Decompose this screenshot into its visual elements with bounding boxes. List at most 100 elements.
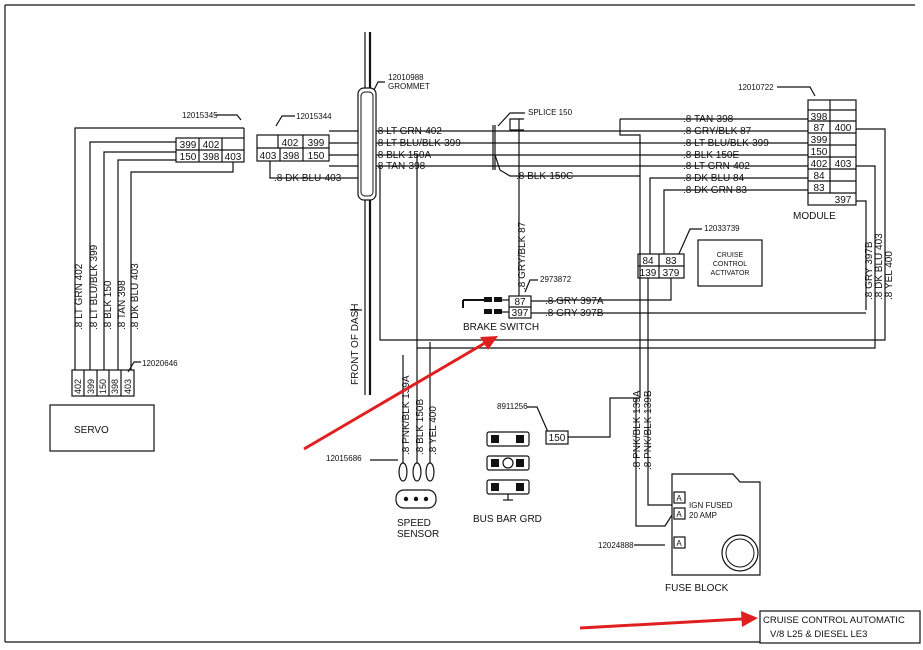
inline-pin: 402 [282,138,299,149]
bus-wires: .8 LT GRN-402 .8 LT BLU/BLK-399 .8 BLK 1… [274,126,495,184]
activator-unit [697,239,763,287]
inline-pin: 403 [260,151,277,162]
speed-sensor-section: .8 PNK/BLK 139A .8 BLK 150B .8 YEL 400 1… [326,375,439,540]
bus-wire-label: .8 DK BLU-403 [274,173,342,184]
dash-label: FRONT OF DASH [350,304,361,385]
servo-pin: 398 [203,152,220,163]
brake-wire-label: .8 GRY-397B [545,308,604,319]
servo-ladder-pin: 403 [123,379,133,394]
module-pin: 403 [835,159,852,170]
fuse-rating-line: IGN FUSED [689,501,733,510]
fuse-slot [673,491,686,504]
inline-connector-part-number: 12015344 [296,112,332,121]
fuse-wire-label: .8 PNK/BLK 139A [632,390,643,470]
activator-pin: 83 [665,256,677,267]
annotation-arrows [303,336,758,630]
title-line: V/8 L25 & DIESEL LE3 [770,629,867,640]
busbar-label: BUS BAR GRD [473,514,542,525]
module-section: 12010722 398 87 399 150 402 84 83 400 40… [619,83,895,310]
servo-ladder-pin: 402 [73,379,83,394]
servo-ladder-connector [71,369,135,397]
brake-part-number: 2973872 [540,275,572,284]
servo-label: SERVO [74,425,109,436]
module-part-number: 12010722 [738,83,774,92]
activator-pin: 84 [642,256,654,267]
fuse-slot-label: A [676,494,682,503]
servo-pin: 403 [225,152,242,163]
red-arrow-line [303,341,486,451]
servo-connector-part-number: 12015345 [182,111,218,120]
brake-wire-up-label: .8 GRY/BLK 87 [517,221,528,290]
module-pin: 87 [813,123,825,134]
inline-pin: 399 [308,138,325,149]
inline-pin: 398 [283,151,300,162]
servo-pin: 402 [203,140,220,151]
inline-pin: 150 [308,151,325,162]
busbar-pin: 150 [549,433,566,444]
fuse-block-section: .8 PNK/BLK 139A .8 PNK/BLK 139B A A A IG… [598,390,761,594]
servo-wire-label: .8 LT GRN 402 [74,263,85,330]
speed-wire-label: .8 BLK 150B [415,399,426,455]
module-pin: 150 [811,147,828,158]
bus-wire-label: .8 LT GRN-402 [375,126,442,137]
servo-ladder-part-number: 12020646 [142,359,178,368]
module-wire-label: .8 LT GRN-402 [683,161,750,172]
red-arrow-line [579,617,743,630]
fuse-slot-label: A [676,539,682,548]
grommet [357,87,377,201]
brake-switch-symbol [462,297,509,314]
module-wire-label: .8 DK GRN 83 [683,185,747,196]
servo-wire-label: .8 TAN 398 [117,280,128,330]
splice-section: SPLICE 150 .8 BLK-150C [492,108,680,182]
grommet-part-number: 12010988 [388,73,424,82]
bus-wire-label: .8 LT BLU/BLK-399 [375,138,461,149]
activator-label-line: ACTIVATOR [711,270,750,277]
firewall: 12010988 GROMMET FRONT OF DASH [350,32,430,395]
brake-switch-label: BRAKE SWITCH [463,322,539,333]
fuse-slot [673,507,686,520]
servo-ladder-pin: 398 [110,379,120,394]
busbar-part-number: 8911256 [497,402,528,411]
speed-wire-label: .8 YEL 400 [428,406,439,455]
activator-part-number: 12033739 [704,224,740,233]
brake-pin: 87 [514,297,526,308]
return-wires [379,155,886,470]
red-arrow-head [741,611,758,627]
activator-label-line: CONTROL [713,261,747,268]
speed-wire-label: .8 PNK/BLK 139A [401,375,412,455]
activator-section: 12033739 84 83 139 379 CRUISE CONTROL AC… [556,224,763,440]
speed-sensor-label-line: SENSOR [397,529,439,540]
module-pin: 83 [813,183,825,194]
inline-connector-section: 12015344 402 399 403 398 150 [256,112,372,179]
servo-unit [49,404,155,452]
module-wire-label: .8 GRY/BLK 87 [683,126,752,137]
speed-part-number: 12015686 [326,454,362,463]
splice-wire-label: .8 BLK-150C [516,171,573,182]
module-wire-label: .8 BLK 150E [683,150,739,161]
bus-wire-label: .8 TAN-398 [375,161,426,172]
page-border [4,4,917,643]
title-block: CRUISE CONTROL AUTOMATIC V/8 L25 & DIESE… [759,610,921,644]
servo-harness [74,127,245,370]
servo-pin: 150 [180,152,197,163]
brake-switch-section: .8 GRY/BLK 87 2973872 87 397 .8 GRY 397A… [462,118,866,333]
module-wires: .8 TAN-398 .8 GRY/BLK 87 .8 LT BLU/BLK-3… [619,114,808,254]
title-line: CRUISE CONTROL AUTOMATIC [763,615,905,626]
brake-wire-label: .8 GRY 397A [545,296,604,307]
module-right-wire-label: .8 YEL 400 [884,251,895,300]
splice-label: SPLICE 150 [528,108,573,117]
servo-pin: 399 [180,140,197,151]
module-right-wire-label: .8 GRY 397B [864,241,875,300]
servo-ladder-pin: 399 [86,379,96,394]
bus-wire-label: .8 BLK 150A [375,150,431,161]
fuse-slot [673,536,686,549]
module-pin: 398 [811,112,828,123]
speed-sensor-label-line: SPEED [397,518,431,529]
servo-wire-label: .8 BLK 150 [103,280,114,330]
servo-wire-label: .8 LT BLU/BLK 399 [89,244,100,330]
fuse-block-label: FUSE BLOCK [665,583,729,594]
module-wire-label: .8 TAN-398 [683,114,734,125]
fuse-part-number: 12024888 [598,541,634,550]
